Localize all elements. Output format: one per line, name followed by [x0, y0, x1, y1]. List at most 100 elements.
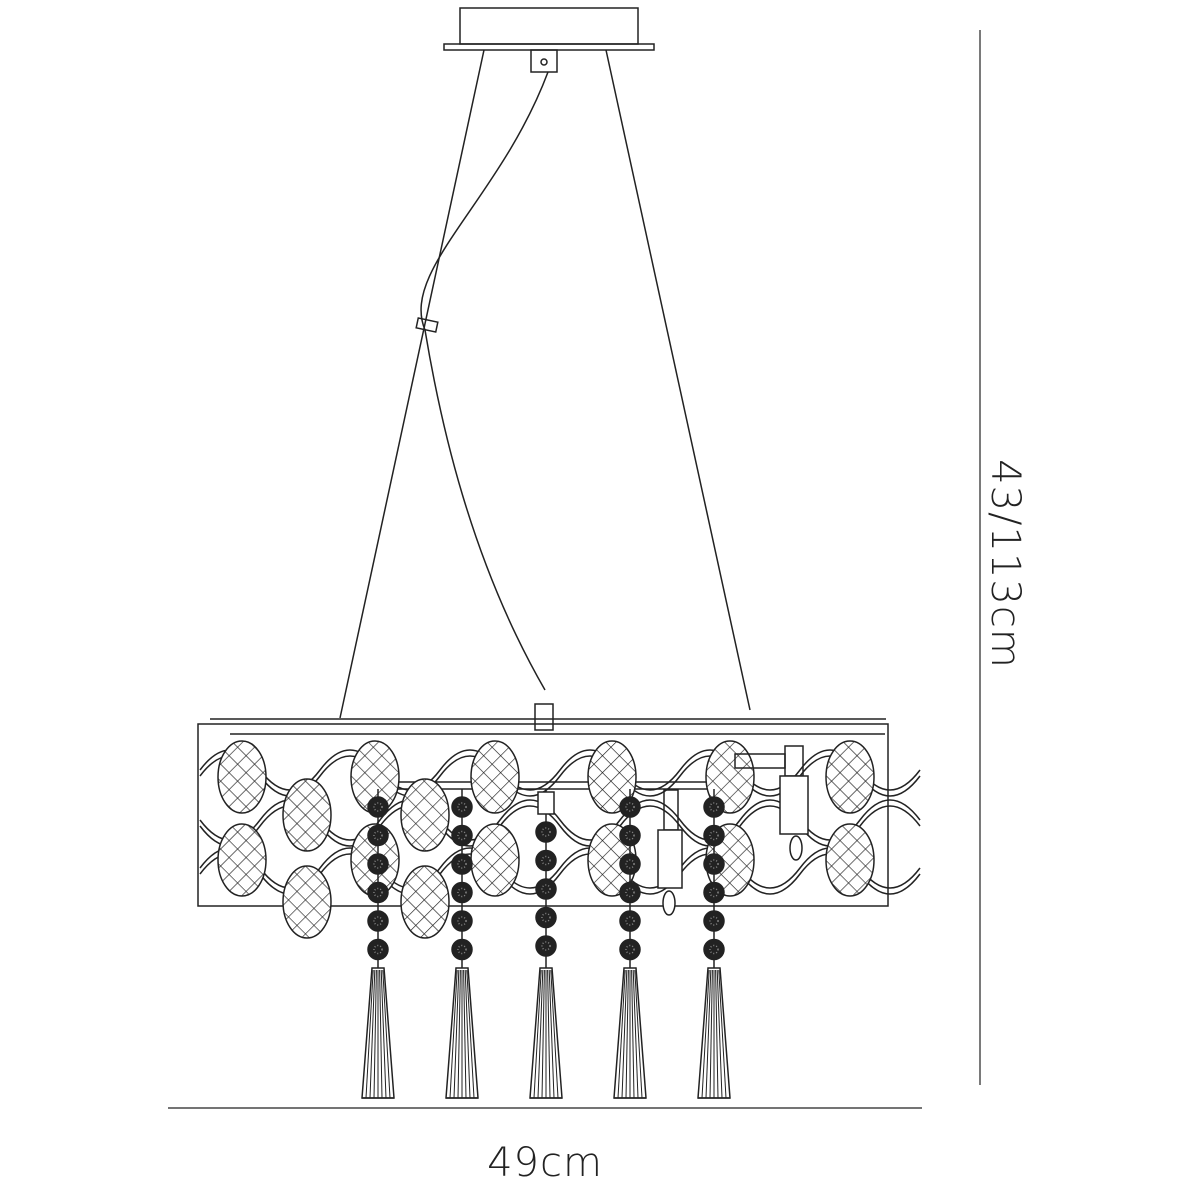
bulb-holder-2-socket	[779, 775, 809, 835]
crystal-bead-facet	[457, 887, 467, 898]
crystal-bead-facet	[709, 830, 719, 841]
cable-grip	[415, 317, 439, 333]
crystal-bead	[703, 796, 725, 818]
crystal-drop	[282, 865, 332, 939]
crystal-bead-facet	[625, 916, 635, 926]
crystal-bead-facet	[541, 912, 551, 923]
crystal-bead-facet	[709, 916, 719, 926]
crystal-bead	[367, 938, 389, 961]
tassel-line	[625, 969, 629, 1099]
crystal-bead-facet	[457, 830, 467, 841]
crystal-bead	[451, 824, 473, 847]
ceiling-canopy	[459, 7, 639, 45]
tassel-line	[449, 969, 458, 1099]
crystal-bead-facet	[457, 944, 467, 955]
tassel-line	[380, 969, 387, 1099]
tassel-line	[709, 969, 713, 1099]
tassel-line	[632, 969, 639, 1099]
bulb-1	[662, 890, 676, 916]
crystal-drop	[400, 778, 450, 852]
tassel-line	[369, 969, 376, 1099]
crystal-bead-facet	[457, 916, 467, 926]
crystal-bead-facet	[625, 802, 635, 812]
crystal-bead	[535, 878, 557, 900]
tassel-line	[466, 969, 475, 1099]
tassel-line	[379, 969, 383, 1099]
crystal-bead	[703, 853, 725, 875]
crystal-bead-facet	[373, 830, 383, 841]
crystal-drop	[470, 740, 520, 814]
tassel-line	[715, 969, 719, 1099]
tassel-line	[537, 969, 544, 1099]
crystal-bead	[535, 906, 557, 929]
lamp-shade-frame	[197, 723, 889, 907]
tassel-line	[705, 969, 712, 1099]
canopy-base-plate	[443, 43, 655, 51]
crystal-bead	[367, 881, 389, 904]
crystal-bead	[703, 881, 725, 904]
crystal-bead	[619, 796, 641, 818]
crystal-drop	[400, 865, 450, 939]
crystal-drop	[470, 823, 520, 897]
bulb-holder-1-socket	[657, 829, 683, 889]
tassel-line	[634, 969, 643, 1099]
crystal-bead	[451, 938, 473, 961]
crystal-drop	[587, 740, 637, 814]
canopy-cable-clamp	[530, 49, 558, 73]
crystal-bead-facet	[541, 855, 551, 866]
tassel-line	[718, 969, 727, 1099]
crystal-bead	[367, 824, 389, 847]
crystal-bead-facet	[709, 944, 719, 955]
tassel-line	[631, 969, 635, 1099]
crystal-bead	[367, 853, 389, 875]
crystal-bead-facet	[373, 916, 383, 926]
crystal-drop	[217, 740, 267, 814]
crystal-bead-facet	[625, 887, 635, 898]
crystal-bead	[535, 935, 557, 957]
tassel-line	[621, 969, 628, 1099]
crystal-bead	[451, 853, 473, 875]
crystal-bead	[619, 910, 641, 932]
crystal-bead	[703, 824, 725, 847]
crystal-bead-facet	[373, 802, 383, 812]
crystal-bead	[367, 796, 389, 818]
crystal-bead-facet	[541, 884, 551, 894]
crystal-bead-facet	[541, 941, 551, 951]
center-finial	[537, 791, 555, 815]
crystal-bead-facet	[709, 859, 719, 869]
crystal-bead	[619, 824, 641, 847]
crystal-drop	[217, 823, 267, 897]
tassel-line	[365, 969, 374, 1099]
suspension-wire-left	[339, 49, 485, 719]
crystal-bead	[703, 910, 725, 932]
height-dimension-label: 43/113cm	[982, 459, 1028, 669]
tassel-line	[464, 969, 471, 1099]
crystal-bead-facet	[541, 827, 551, 837]
crystal-bead	[535, 821, 557, 843]
width-dimension-label: 49cm	[487, 1140, 603, 1186]
crystal-bead-facet	[373, 944, 383, 955]
shade-cable-clamp	[534, 703, 554, 731]
tassel-line	[550, 969, 559, 1099]
crystal-bead-facet	[625, 830, 635, 841]
shade-wave-pattern	[199, 847, 921, 889]
crystal-bead-facet	[709, 802, 719, 812]
shade-wave-pattern	[199, 749, 921, 791]
tassel-line	[541, 969, 545, 1099]
tassel-line	[463, 969, 467, 1099]
crystal-bead-facet	[709, 887, 719, 898]
crystal-bead	[451, 881, 473, 904]
suspension-wire-right	[605, 49, 751, 711]
tassel-line	[716, 969, 723, 1099]
tassel-line	[547, 969, 551, 1099]
tassel-line	[701, 969, 710, 1099]
crystal-bead	[619, 853, 641, 875]
tassel-line	[548, 969, 555, 1099]
crystal-bead-facet	[373, 859, 383, 869]
crystal-bead	[451, 910, 473, 932]
power-cable	[420, 71, 549, 691]
tassel-line	[382, 969, 391, 1099]
crystal-bead	[367, 910, 389, 932]
